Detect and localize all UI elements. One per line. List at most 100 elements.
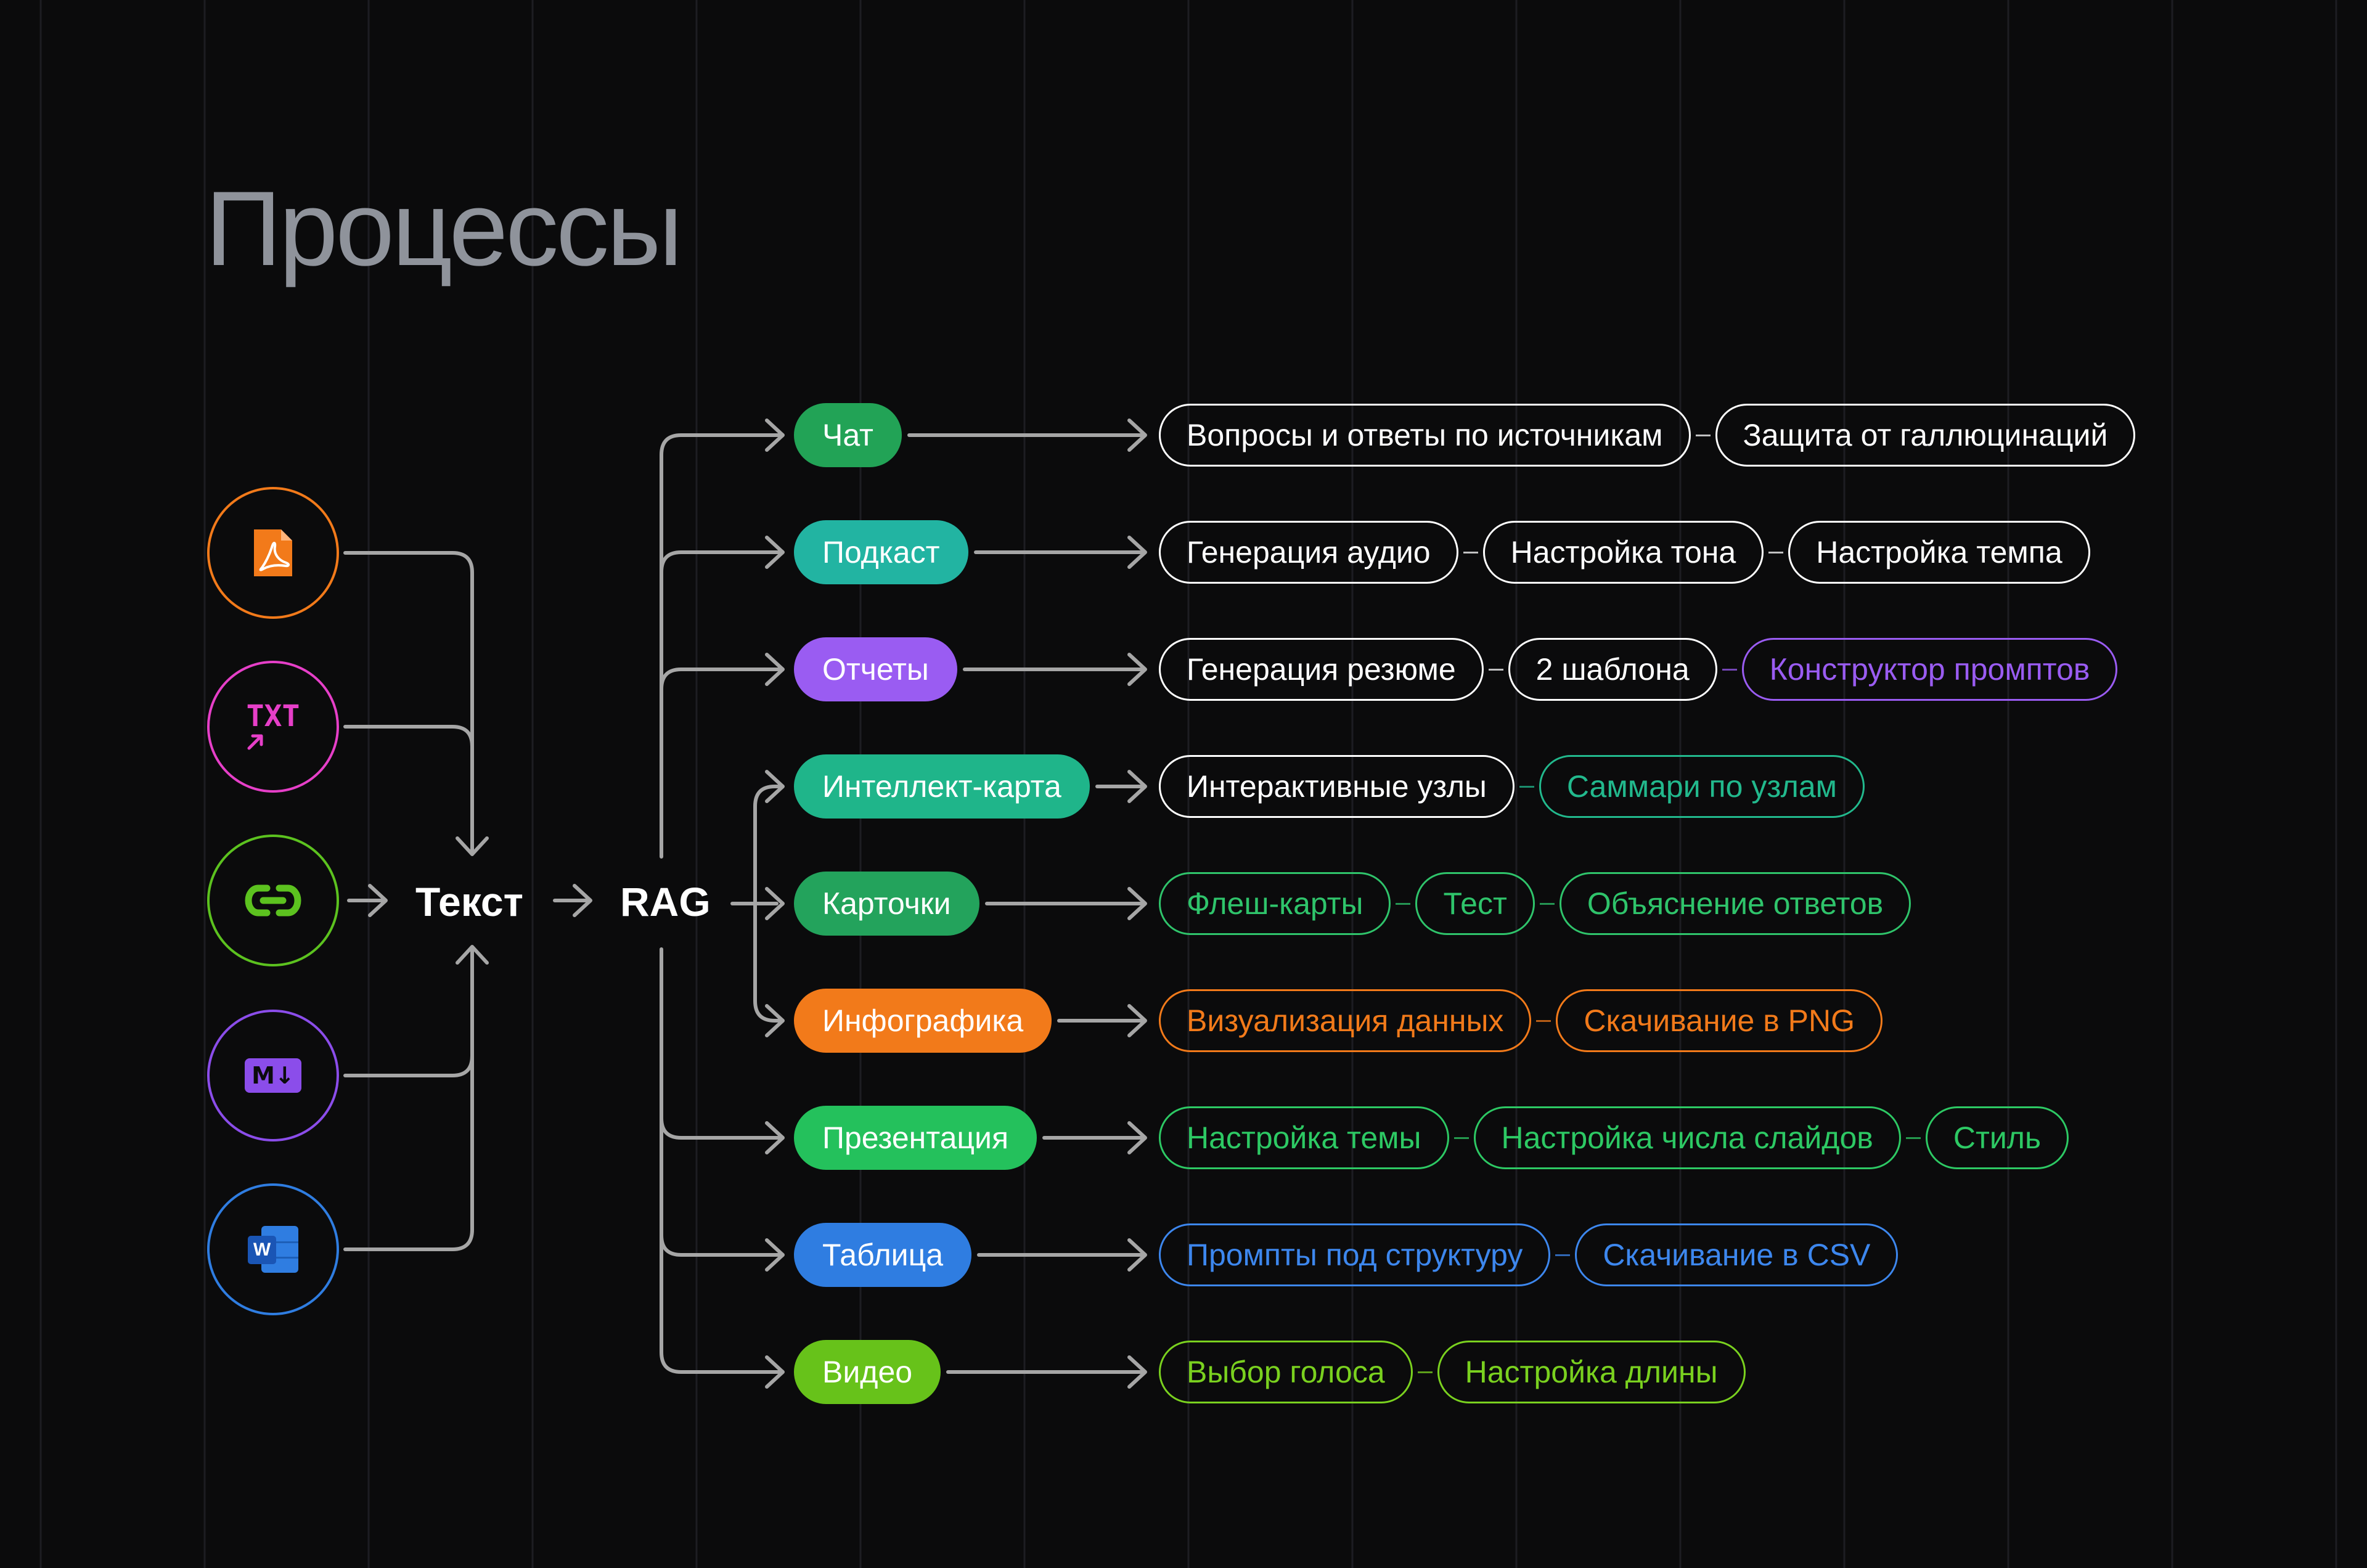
features-chat: Вопросы и ответы по источникам Защита от…: [1159, 403, 2136, 467]
feature-pill[interactable]: Настройка темы: [1159, 1106, 1449, 1169]
pill-connector: [1539, 902, 1555, 905]
word-label: W: [253, 1239, 271, 1260]
category-chat[interactable]: Чат: [794, 403, 902, 467]
trunk-video: [660, 947, 781, 1374]
branch-6: [660, 1116, 781, 1140]
feature-pill[interactable]: Генерация аудио: [1159, 521, 1458, 584]
category-table[interactable]: Таблица: [794, 1223, 972, 1287]
features-presentation: Настройка темы Настройка числа слайдов С…: [1159, 1106, 2069, 1170]
category-reports[interactable]: Отчеты: [794, 637, 957, 701]
feature-pill[interactable]: Тест: [1415, 872, 1535, 935]
feature-pill[interactable]: Флеш-карты: [1159, 872, 1391, 935]
category-infographic[interactable]: Инфографика: [794, 989, 1052, 1053]
feature-pill[interactable]: Выбор голоса: [1159, 1341, 1413, 1403]
arrow-to-features-7: [1127, 1238, 1147, 1272]
pill-connector: [1396, 902, 1411, 905]
features-reports: Генерация резюме 2 шаблона Конструктор п…: [1159, 637, 2118, 701]
feature-pill[interactable]: Настройка тона: [1482, 521, 1764, 584]
fork-infographic: [753, 902, 781, 1023]
pill-connector: [1519, 785, 1534, 788]
markdown-icon: M↓: [245, 1058, 301, 1093]
source-word: W: [207, 1183, 339, 1315]
arrow-to-category-5: [765, 1004, 785, 1037]
features-video: Выбор голоса Настройка длины: [1159, 1340, 1746, 1404]
feature-pill[interactable]: Интерактивные узлы: [1159, 755, 1515, 818]
pill-connector: [1417, 1371, 1433, 1373]
feature-pill[interactable]: 2 шаблона: [1508, 638, 1717, 701]
feature-pill[interactable]: Объяснение ответов: [1559, 872, 1911, 935]
trunk-chat: [660, 433, 781, 859]
branch-7: [660, 1233, 781, 1257]
arrow-into-text-bottom: [456, 945, 489, 965]
feature-pill[interactable]: Скачивание в PNG: [1556, 989, 1883, 1052]
arrow-to-features-6: [1127, 1121, 1147, 1154]
arrow-to-category-6: [765, 1121, 785, 1154]
arrow-to-features-1: [1127, 536, 1147, 569]
feature-pill[interactable]: Стиль: [1925, 1106, 2069, 1169]
category-podcast[interactable]: Подкаст: [794, 520, 968, 584]
pill-connector: [1768, 551, 1784, 553]
source-txt: TXT: [207, 661, 339, 793]
arrow-to-features-5: [1127, 1004, 1147, 1037]
feature-pill[interactable]: Конструктор промптов: [1741, 638, 2118, 701]
arrow-to-category-7: [765, 1238, 785, 1272]
connector-pdf: [343, 551, 474, 854]
connector-txt: [343, 725, 474, 854]
markdown-label: M↓: [251, 1062, 295, 1089]
link-icon: [245, 884, 301, 917]
txt-file-icon: TXT: [247, 701, 300, 752]
connector-word: [343, 947, 474, 1251]
category-cards[interactable]: Карточки: [794, 872, 979, 936]
source-markdown: M↓: [207, 1010, 339, 1141]
pill-connector: [1488, 668, 1503, 671]
pill-connector: [1555, 1254, 1571, 1256]
txt-label: TXT: [246, 699, 300, 733]
arrow-to-features-3: [1127, 770, 1147, 803]
rag-node: RAG: [620, 879, 711, 925]
source-pdf: [207, 487, 339, 619]
arrow-text-to-rag: [573, 884, 592, 917]
feature-pill[interactable]: Настройка темпа: [1788, 521, 2090, 584]
features-podcast: Генерация аудио Настройка тона Настройка…: [1159, 520, 2090, 584]
arrow-to-category-3: [765, 770, 785, 803]
pill-connector: [1905, 1137, 1921, 1139]
category-mindmap[interactable]: Интеллект-карта: [794, 754, 1090, 819]
features-cards: Флеш-карты Тест Объяснение ответов: [1159, 872, 1911, 936]
feature-pill[interactable]: Настройка числа слайдов: [1473, 1106, 1901, 1169]
arrow-to-category-4: [765, 887, 785, 920]
pill-connector: [1722, 668, 1737, 671]
feature-pill[interactable]: Вопросы и ответы по источникам: [1159, 404, 1691, 467]
pill-connector: [1453, 1137, 1469, 1139]
arrow-to-features-4: [1127, 887, 1147, 920]
feature-pill[interactable]: Настройка длины: [1437, 1341, 1746, 1403]
source-link: [207, 835, 339, 966]
arrow-to-category-2: [765, 653, 785, 686]
branch-2: [660, 668, 781, 691]
features-infographic: Визуализация данных Скачивание в PNG: [1159, 989, 1883, 1053]
fork-mindmap: [753, 785, 781, 905]
arrow-to-category-1: [765, 536, 785, 569]
feature-pill[interactable]: Скачивание в CSV: [1575, 1223, 1899, 1286]
category-video[interactable]: Видео: [794, 1340, 941, 1404]
page-title: Процессы: [205, 169, 683, 288]
text-node: Текст: [415, 879, 523, 925]
feature-pill[interactable]: Генерация резюме: [1159, 638, 1484, 701]
features-mindmap: Интерактивные узлы Саммари по узлам: [1159, 754, 1865, 819]
arrow-to-features-8: [1127, 1355, 1147, 1389]
arrow-up-right-icon: [247, 734, 263, 750]
feature-pill[interactable]: Промпты под структуру: [1159, 1223, 1551, 1286]
arrow-to-category-0: [765, 419, 785, 452]
pdf-icon: [254, 529, 292, 576]
feature-pill[interactable]: Визуализация данных: [1159, 989, 1532, 1052]
arrow-to-features-2: [1127, 653, 1147, 686]
feature-pill[interactable]: Защита от галлюцинаций: [1715, 404, 2136, 467]
arrow-to-features-0: [1127, 419, 1147, 452]
feature-pill[interactable]: Саммари по узлам: [1539, 755, 1865, 818]
category-presentation[interactable]: Презентация: [794, 1106, 1037, 1170]
arrow-link-to-text: [368, 884, 388, 917]
arrow-into-text-top: [456, 836, 489, 856]
arrow-to-category-8: [765, 1355, 785, 1389]
branch-1: [660, 550, 781, 574]
